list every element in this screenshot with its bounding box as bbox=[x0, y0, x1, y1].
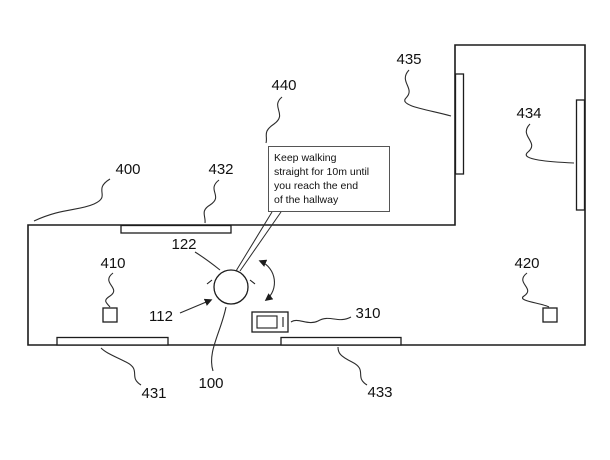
leader-432 bbox=[203, 179, 220, 224]
robot-body bbox=[213, 269, 249, 305]
floorplan-outline bbox=[27, 44, 586, 346]
callout-tail-right bbox=[239, 211, 282, 272]
ref-label-440: 440 bbox=[271, 77, 296, 94]
leader-410 bbox=[105, 272, 115, 308]
rotation-arrow bbox=[258, 259, 275, 301]
robot-left-tick bbox=[206, 279, 213, 285]
callout-line-2: straight for 10m until bbox=[274, 166, 370, 178]
ref-label-431: 431 bbox=[141, 385, 166, 402]
leader-433 bbox=[337, 346, 368, 386]
doorway-434 bbox=[575, 99, 586, 211]
ref-label-310: 310 bbox=[355, 305, 380, 322]
leader-440 bbox=[265, 96, 283, 144]
marker-410 bbox=[102, 307, 118, 323]
ref-label-122: 122 bbox=[171, 236, 196, 253]
ref-label-112: 112 bbox=[149, 308, 173, 325]
ref-label-432: 432 bbox=[208, 161, 233, 178]
leader-122 bbox=[194, 251, 221, 271]
leader-420 bbox=[521, 272, 550, 308]
leader-310 bbox=[290, 316, 352, 324]
doorway-433 bbox=[280, 336, 402, 346]
dock-310-inner bbox=[256, 315, 278, 329]
marker-420 bbox=[542, 307, 558, 323]
instruction-callout-box: Keep walking straight for 10m until you … bbox=[268, 146, 390, 212]
ref-label-400: 400 bbox=[115, 161, 140, 178]
ref-label-410: 410 bbox=[100, 255, 125, 272]
doorway-435 bbox=[454, 73, 465, 175]
callout-tail-left bbox=[235, 211, 273, 272]
doorway-431 bbox=[56, 336, 169, 346]
robot-right-tick bbox=[249, 279, 256, 285]
leader-112-arrow bbox=[179, 298, 213, 314]
doorway-432 bbox=[120, 224, 232, 234]
ref-label-420: 420 bbox=[514, 255, 539, 272]
leader-431 bbox=[100, 347, 142, 386]
dock-310 bbox=[251, 311, 289, 333]
leader-434 bbox=[525, 123, 575, 164]
callout-line-1: Keep walking bbox=[274, 152, 337, 164]
ref-label-433: 433 bbox=[367, 384, 392, 401]
ref-label-435: 435 bbox=[396, 51, 421, 68]
callout-line-3: you reach the end bbox=[274, 180, 359, 192]
ref-label-434: 434 bbox=[516, 105, 541, 122]
callout-line-4: of the hallway bbox=[274, 194, 339, 206]
ref-label-100: 100 bbox=[198, 375, 223, 392]
leader-435 bbox=[404, 69, 452, 117]
leader-100 bbox=[211, 306, 227, 372]
leader-400 bbox=[33, 178, 111, 222]
